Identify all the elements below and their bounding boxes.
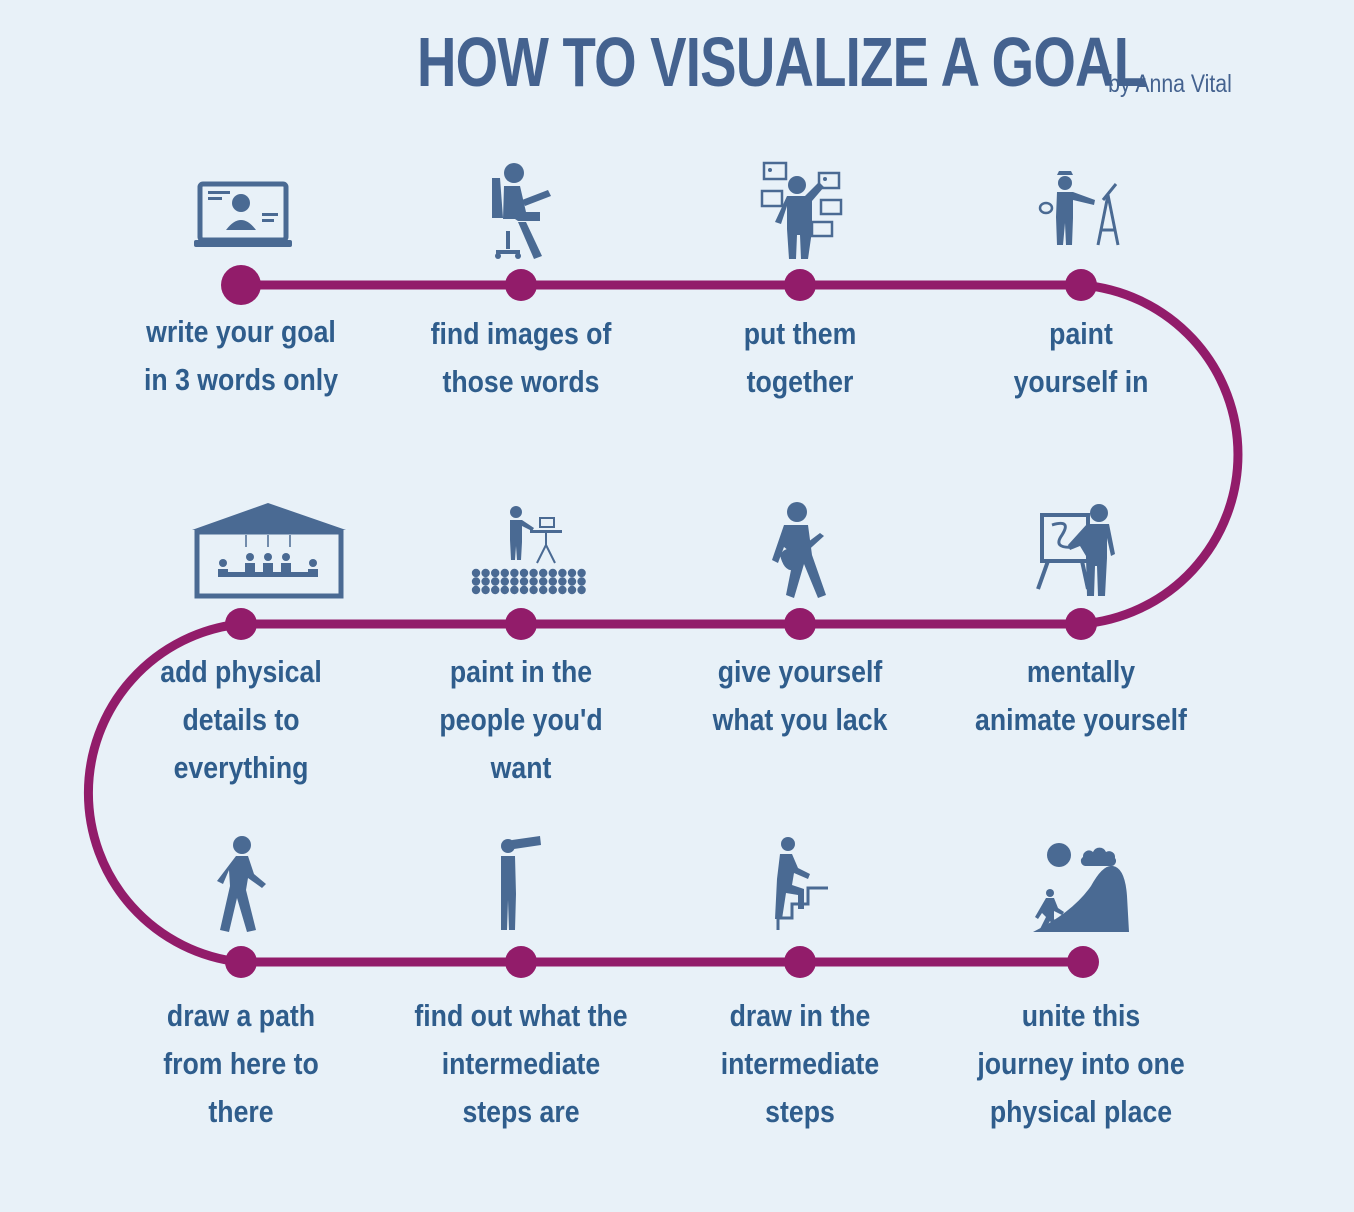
step-node-8 — [225, 608, 257, 640]
author-byline: by Anna Vital — [1108, 70, 1232, 98]
person-with-telescope-icon — [501, 836, 541, 930]
person-climbing-stairs-icon — [775, 837, 828, 930]
step-label-8: add physical details to everything — [160, 654, 322, 785]
audience-member — [539, 585, 548, 595]
audience-member — [529, 577, 538, 586]
audience-member — [491, 568, 500, 578]
audience-member — [567, 577, 577, 586]
step-node-9 — [225, 946, 257, 978]
artist-at-easel-icon — [1036, 504, 1115, 596]
step-node-12 — [1067, 946, 1099, 978]
audience-member — [500, 585, 509, 595]
step-node-3 — [784, 269, 816, 301]
audience-member — [519, 585, 529, 595]
audience-member — [491, 577, 500, 586]
audience-member — [500, 577, 509, 586]
laptop-icon — [194, 181, 292, 247]
audience-member — [519, 568, 529, 578]
step-label-7: paint in the people you'd want — [439, 654, 603, 785]
step-node-6 — [784, 608, 816, 640]
audience-member — [471, 577, 481, 586]
audience-member — [558, 585, 567, 595]
person-at-desk-icon — [492, 163, 551, 259]
guitarist-icon — [772, 502, 826, 598]
step-label-9: draw a path from here to there — [163, 998, 319, 1129]
meeting-house-icon — [192, 503, 346, 599]
audience-member — [558, 577, 567, 586]
audience-member — [577, 568, 586, 578]
audience-member — [548, 585, 557, 595]
audience-member — [529, 585, 538, 595]
step-label-2: find images of those words — [430, 316, 612, 399]
audience-member — [577, 577, 586, 586]
step-node-5 — [1065, 608, 1097, 640]
audience-member — [539, 568, 548, 578]
presenter-audience-icon — [510, 506, 562, 564]
walking-person-icon — [217, 836, 266, 932]
audience-member — [519, 577, 529, 586]
step-node-10 — [505, 946, 537, 978]
audience-member — [510, 568, 519, 578]
audience-member — [491, 585, 500, 595]
audience-member — [471, 568, 481, 578]
audience-member — [510, 585, 519, 595]
mountain-sun-icon — [1033, 843, 1129, 932]
step-label-12: unite this journey into one physical pla… — [977, 998, 1185, 1129]
audience-member — [548, 577, 557, 586]
audience-member — [510, 577, 519, 586]
painter-icon — [1038, 171, 1120, 246]
audience-member — [558, 568, 567, 578]
audience-member — [577, 585, 586, 595]
step-node-4 — [1065, 269, 1097, 301]
step-label-11: draw in the intermediate steps — [720, 998, 880, 1129]
audience-member — [500, 568, 509, 578]
step-label-4: paint yourself in — [1013, 316, 1149, 399]
step-node-7 — [505, 608, 537, 640]
audience-member — [481, 568, 490, 578]
audience-member — [539, 577, 548, 586]
step-node-2 — [505, 269, 537, 301]
step-node-11 — [784, 946, 816, 978]
step-label-1: write your goal in 3 words only — [143, 314, 339, 397]
audience-member — [471, 585, 481, 595]
step-label-10: find out what the intermediate steps are — [414, 998, 628, 1129]
audience-member — [567, 585, 577, 595]
page-title: HOW TO VISUALIZE A GOAL — [417, 23, 1147, 101]
audience-member — [567, 568, 577, 578]
step-label-6: give yourself what you lack — [712, 654, 888, 737]
step-label-3: put them together — [743, 316, 857, 399]
audience-member — [529, 568, 538, 578]
audience-member — [481, 577, 490, 586]
audience-icon — [471, 568, 586, 595]
step-label-5: mentally animate yourself — [975, 654, 1187, 737]
audience-member — [481, 585, 490, 595]
step-node-1 — [221, 265, 261, 305]
arranging-images-icon — [760, 161, 843, 259]
audience-member — [548, 568, 557, 578]
